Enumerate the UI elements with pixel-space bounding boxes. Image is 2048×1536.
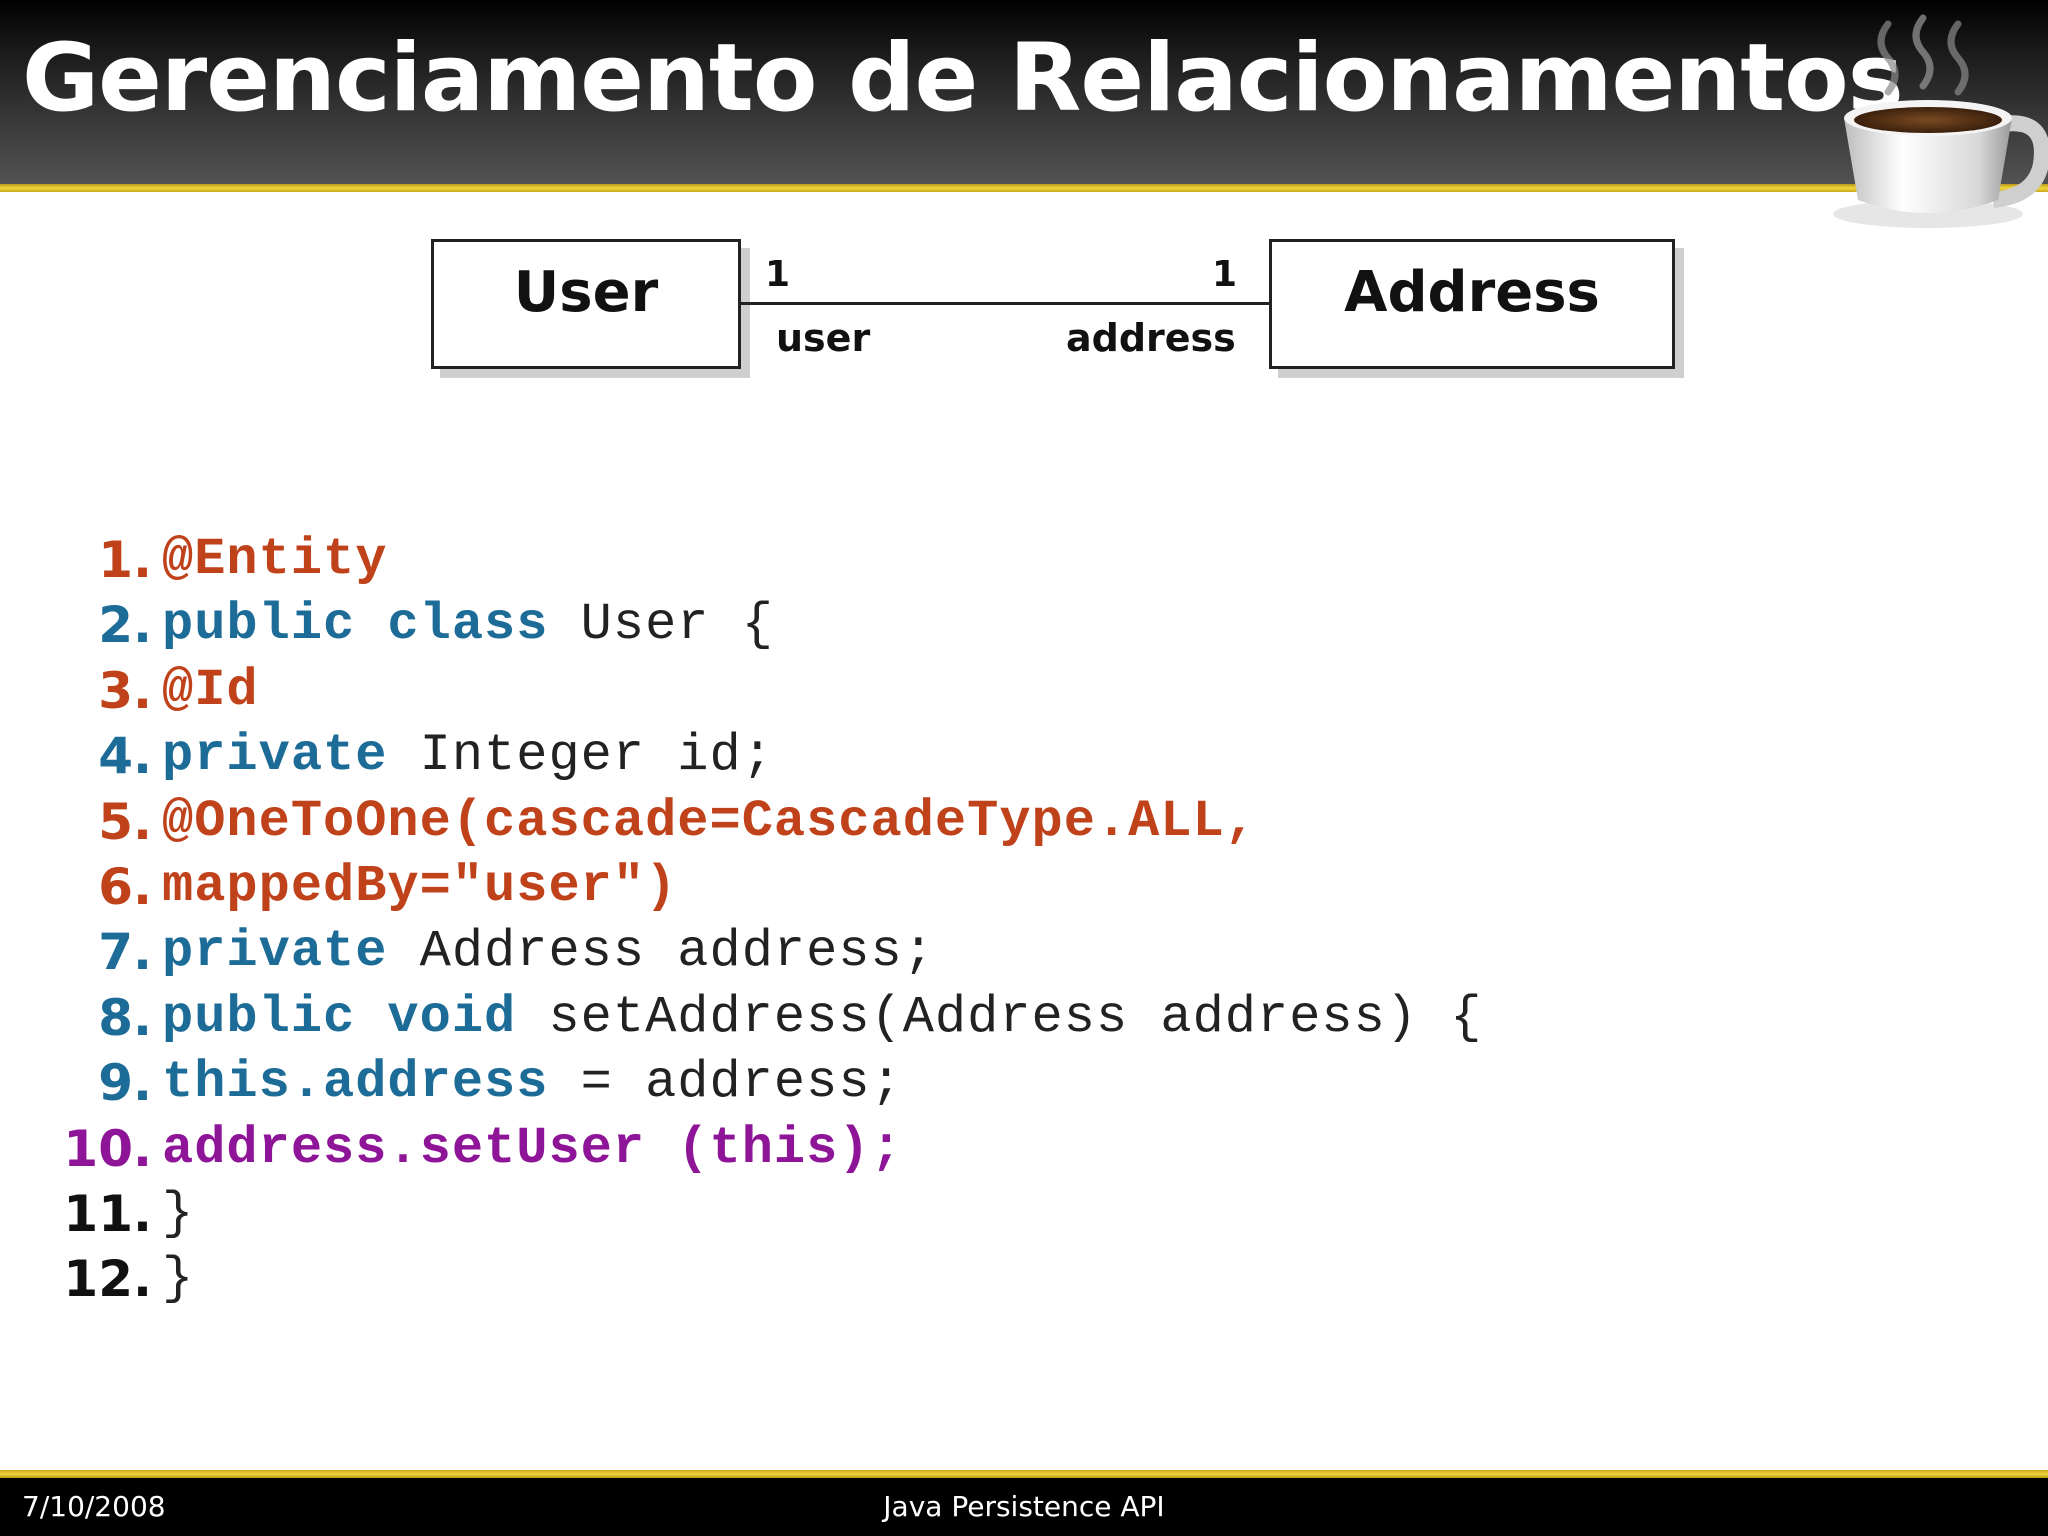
code-token: this.address <box>162 1053 549 1113</box>
code-line: 6.mappedBy="user") <box>0 853 1800 918</box>
code-text: @Entity <box>162 532 387 588</box>
line-number: 4. <box>98 727 152 786</box>
code-line: 4.private Integer id; <box>0 722 1800 787</box>
line-number: 10. <box>63 1119 152 1178</box>
coffee-cup-icon <box>1833 14 2048 228</box>
slide-footer: Java Persistence API 7/10/2008 <box>0 1478 2048 1536</box>
header-divider <box>0 184 2048 192</box>
code-token: private <box>162 922 388 982</box>
line-number: 8. <box>98 988 152 1047</box>
slide-title: Gerenciamento de Relacionamentos <box>22 24 1904 133</box>
code-line: 12.} <box>0 1245 1800 1310</box>
line-number: 5. <box>98 792 152 851</box>
line-number: 7. <box>98 923 152 982</box>
footer-divider <box>0 1470 2048 1478</box>
code-text: public class User { <box>162 597 774 653</box>
code-line: 5.@OneToOne(cascade=CascadeType.ALL, <box>0 788 1800 853</box>
uml-class-user: User <box>431 239 741 369</box>
line-number: 6. <box>98 857 152 916</box>
code-text: @Id <box>162 660 259 720</box>
code-token: address.setUser (this); <box>162 1118 903 1178</box>
code-text: } <box>162 1183 195 1243</box>
code-text: address.setUser (this); <box>162 1118 903 1178</box>
uml-class-user-label: User <box>513 260 659 325</box>
code-line: 2.public class User { <box>0 591 1800 656</box>
line-number: 1. <box>98 531 152 589</box>
code-token: public void <box>162 987 517 1047</box>
line-number: 3. <box>98 661 152 720</box>
footer-caption: Java Persistence API <box>883 1490 1165 1523</box>
code-line: 3.@Id <box>0 657 1800 722</box>
code-text: } <box>162 1251 194 1307</box>
uml-class-address-label: Address <box>1344 260 1600 325</box>
code-token: mappedBy="user") <box>162 856 678 916</box>
code-text: public void setAddress(Address address) … <box>162 987 1483 1047</box>
code-line: 1.@Entity <box>0 526 1800 591</box>
code-line: 8.public void setAddress(Address address… <box>0 984 1800 1049</box>
line-number: 11. <box>63 1184 152 1243</box>
code-token: Address address; <box>387 922 935 982</box>
code-line: 11.} <box>0 1180 1800 1245</box>
code-token: setAddress(Address address) { <box>516 987 1483 1047</box>
code-token: public class <box>162 595 549 655</box>
code-text: mappedBy="user") <box>162 856 678 916</box>
slide-header: Gerenciamento de Relacionamentos <box>0 0 2048 184</box>
line-number: 12. <box>63 1250 152 1309</box>
line-number: 9. <box>98 1054 152 1113</box>
footer-date: 7/10/2008 <box>22 1490 166 1523</box>
role-label-address: address <box>1066 316 1236 360</box>
code-token: @OneToOne(cascade=CascadeType.ALL, <box>162 791 1257 851</box>
code-text: this.address = address; <box>162 1055 903 1111</box>
code-text: private Integer id; <box>162 728 774 784</box>
code-text: private Address address; <box>162 924 935 980</box>
code-token: } <box>162 1183 195 1243</box>
association-line <box>741 302 1269 305</box>
multiplicity-left: 1 <box>765 254 791 295</box>
code-token: Integer id; <box>387 726 774 786</box>
code-line: 7.private Address address; <box>0 918 1800 983</box>
code-line: 9.this.address = address; <box>0 1049 1800 1114</box>
code-token: private <box>162 726 388 786</box>
code-line: 10.address.setUser (this); <box>0 1115 1800 1180</box>
code-token: = address; <box>548 1053 903 1113</box>
code-token: @Id <box>162 660 259 720</box>
code-token: @Entity <box>162 530 388 589</box>
code-token: User { <box>548 595 774 655</box>
line-number: 2. <box>98 596 152 655</box>
role-label-user: user <box>776 316 871 360</box>
multiplicity-right: 1 <box>1212 254 1238 295</box>
code-token: } <box>162 1249 195 1309</box>
code-text: @OneToOne(cascade=CascadeType.ALL, <box>162 791 1257 851</box>
uml-class-address: Address <box>1269 239 1675 369</box>
